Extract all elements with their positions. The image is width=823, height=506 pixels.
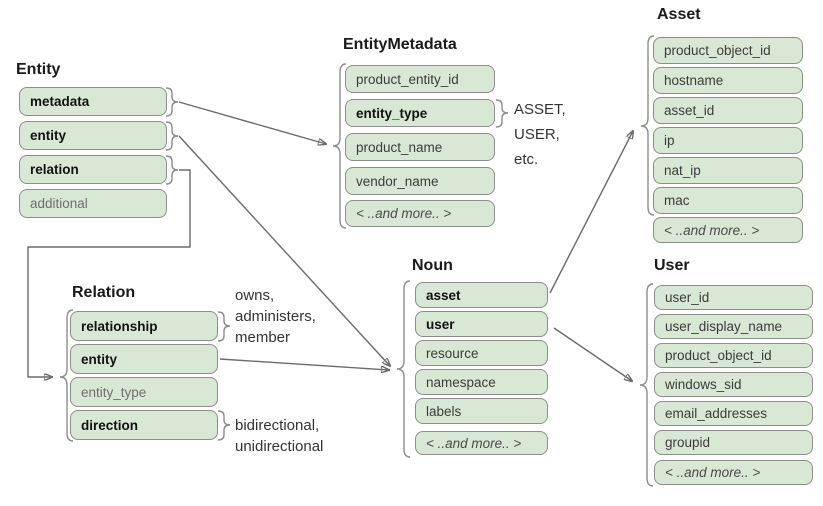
entity-row-relation: relation [19,155,167,184]
arrow-metadata-to-entitymetadata [178,101,326,144]
brace-entity-type [495,99,509,128]
relation-row-entity: entity [70,344,218,374]
note-line: owns, [235,287,275,304]
brace-noun-box [396,280,411,458]
user-box-title: User [654,257,690,274]
user-row-and-more: < ..and more.. > [654,460,813,485]
note-direction-values: bidirectional, unidirectional [235,415,323,457]
note-relationship-values: owns, administers, member [235,285,316,348]
user-row-windows-sid: windows_sid [654,372,813,397]
entitymetadata-box-title: EntityMetadata [343,36,457,53]
brace-entity-metadata [165,87,179,117]
noun-row-and-more: < ..and more.. > [415,431,548,455]
entitymetadata-row-product-name: product_name [345,133,495,161]
user-row-email-addresses: email_addresses [654,401,813,426]
relation-row-entity-type: entity_type [70,377,218,407]
note-line: USER, [514,126,560,143]
user-row-groupid: groupid [654,430,813,455]
asset-row-product-object-id: product_object_id [653,37,803,64]
relation-row-relationship: relationship [70,311,218,341]
noun-row-user: user [415,311,548,337]
asset-box-title: Asset [657,6,701,23]
noun-row-namespace: namespace [415,369,548,395]
arrow-relation-entity-to-noun [219,358,389,370]
relation-row-direction: direction [70,410,218,440]
entity-row-additional: additional [19,189,167,218]
relation-box-title: Relation [72,284,136,301]
brace-relationship [217,311,231,342]
entitymetadata-row-and-more: < ..and more.. > [345,200,495,227]
note-line: bidirectional, [235,417,320,434]
user-row-product-object-id: product_object_id [654,343,813,368]
entitymetadata-row-vendor-name: vendor_name [345,167,495,195]
brace-user-box [639,283,654,487]
brace-entity-relation [165,155,179,185]
arrow-noun-user-to-user [553,327,632,381]
asset-row-asset-id: asset_id [653,97,803,124]
asset-row-hostname: hostname [653,67,803,94]
asset-row-ip: ip [653,127,803,154]
note-line: ASSET, [514,101,566,118]
brace-direction [217,410,231,441]
note-line: member [235,329,291,346]
brace-asset-box [640,35,655,216]
entity-box-title: Entity [16,61,61,78]
noun-row-resource: resource [415,340,548,366]
noun-box-title: Noun [412,257,453,274]
entity-row-entity: entity [19,121,167,150]
entity-row-metadata: metadata [19,87,167,116]
note-line: unidirectional [235,438,324,455]
note-line: administers, [235,308,316,325]
noun-row-labels: labels [415,398,548,424]
brace-entity-entity [165,121,179,151]
note-line: etc. [514,151,539,168]
note-entity-type-values: ASSET, USER, etc. [514,97,566,172]
user-row-user-id: user_id [654,285,813,310]
entitymetadata-row-product-entity-id: product_entity_id [345,65,495,93]
noun-row-asset: asset [415,282,548,308]
user-row-user-display-name: user_display_name [654,314,813,339]
entitymetadata-row-entity-type: entity_type [345,99,495,127]
asset-row-and-more: < ..and more.. > [653,217,803,243]
asset-row-nat-ip: nat_ip [653,157,803,184]
asset-row-mac: mac [653,187,803,214]
